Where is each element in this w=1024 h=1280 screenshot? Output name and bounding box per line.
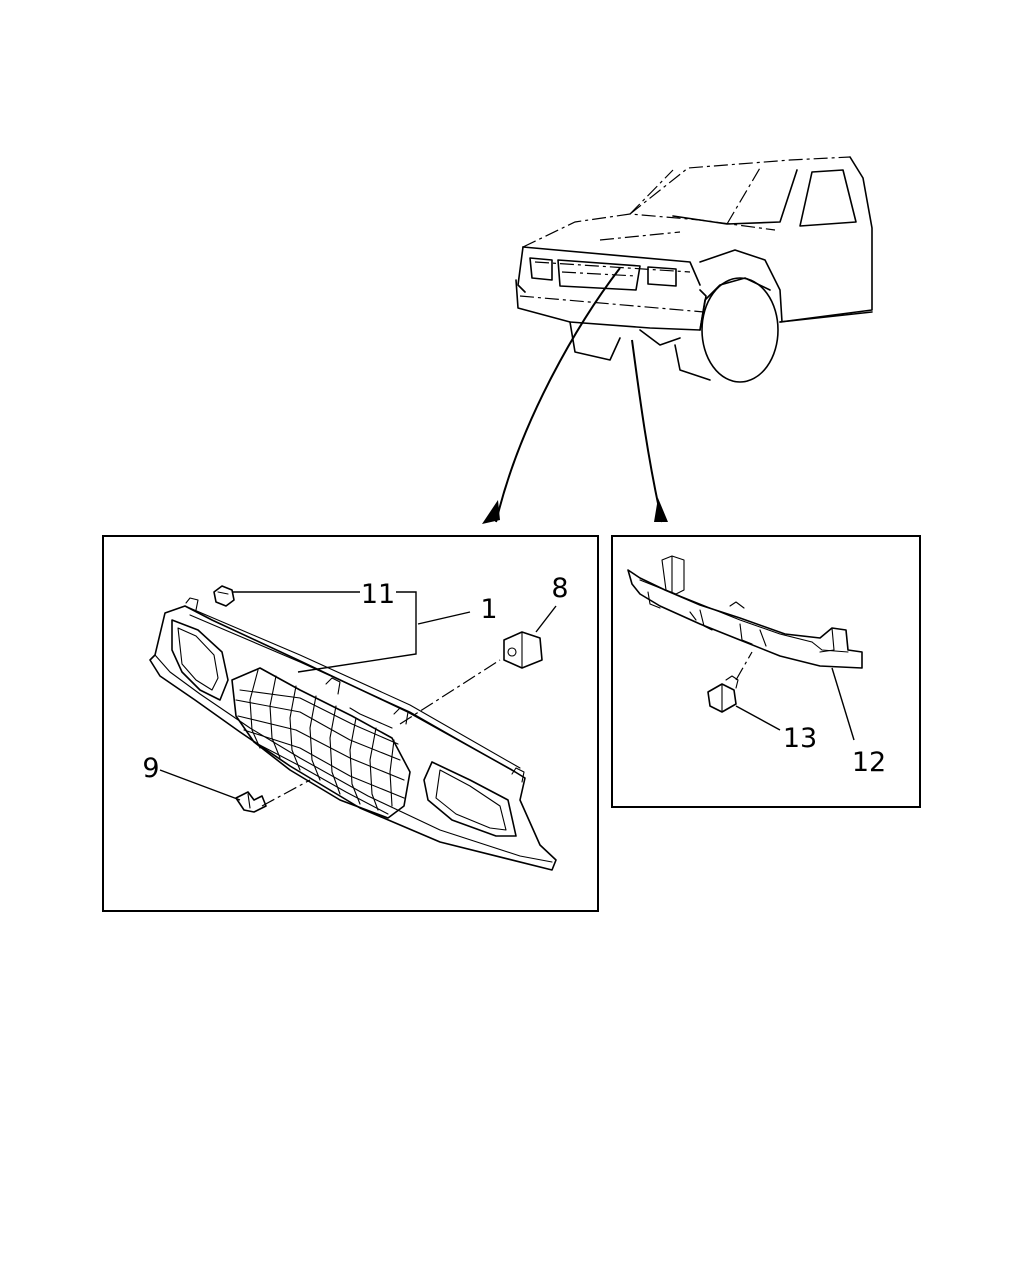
vehicle-overview-illustration — [482, 156, 873, 524]
callout-12: 12 — [852, 747, 886, 778]
bracket-part-12 — [627, 555, 863, 669]
bolt-part-13 — [707, 675, 739, 713]
bracket-detail-panel: 13 12 — [611, 535, 921, 808]
grille-detail-panel: 11 1 8 9 — [102, 535, 599, 912]
bracket-detail-frame — [611, 535, 921, 808]
callout-13: 13 — [783, 723, 817, 754]
callout-1: 1 — [480, 594, 497, 625]
grille-mesh — [231, 667, 411, 819]
callout-9: 9 — [142, 753, 159, 784]
screw-part-9 — [235, 791, 267, 813]
retainer-part-11 — [213, 585, 235, 607]
clip-part-8 — [503, 631, 543, 669]
callout-8: 8 — [551, 573, 568, 604]
callout-11: 11 — [361, 579, 395, 610]
